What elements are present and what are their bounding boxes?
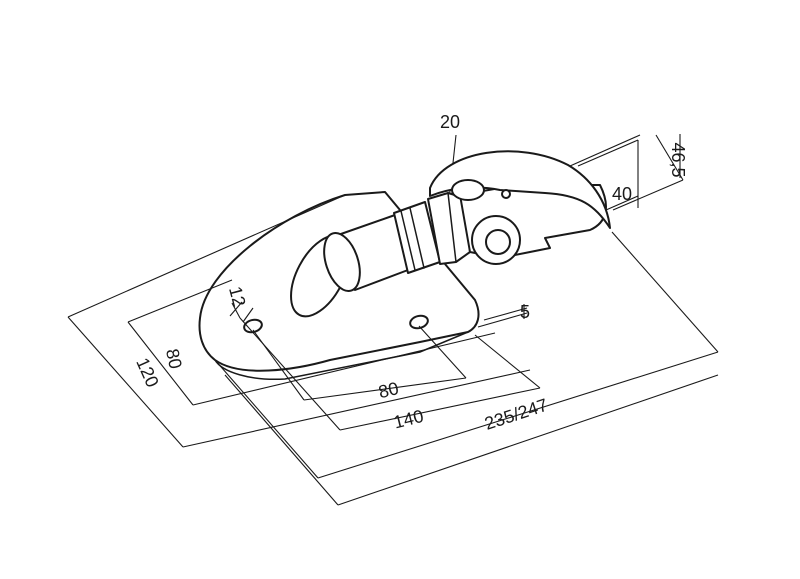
nut-edge — [447, 192, 457, 263]
dim-label-5: 5 — [520, 302, 530, 322]
dim-label-80-height: 80 — [162, 347, 186, 371]
collar-thread-2 — [409, 207, 425, 269]
dim-label-235-247: 235/247 — [482, 395, 550, 434]
dim-label-140: 140 — [392, 406, 426, 433]
ball-socket-top — [451, 179, 485, 201]
dim-label-20: 20 — [440, 112, 460, 132]
dimension-lines — [67, 134, 719, 506]
socket-pin — [501, 189, 511, 199]
ball-inner — [485, 229, 511, 255]
cylinder-end — [323, 232, 361, 292]
dim-label-40: 40 — [612, 184, 632, 204]
hitch-assembly — [323, 150, 611, 292]
dim-label-46-5: 46,5 — [668, 142, 688, 177]
dim-label-80-spacing: 80 — [376, 378, 400, 402]
collar-thread-1 — [400, 210, 416, 271]
